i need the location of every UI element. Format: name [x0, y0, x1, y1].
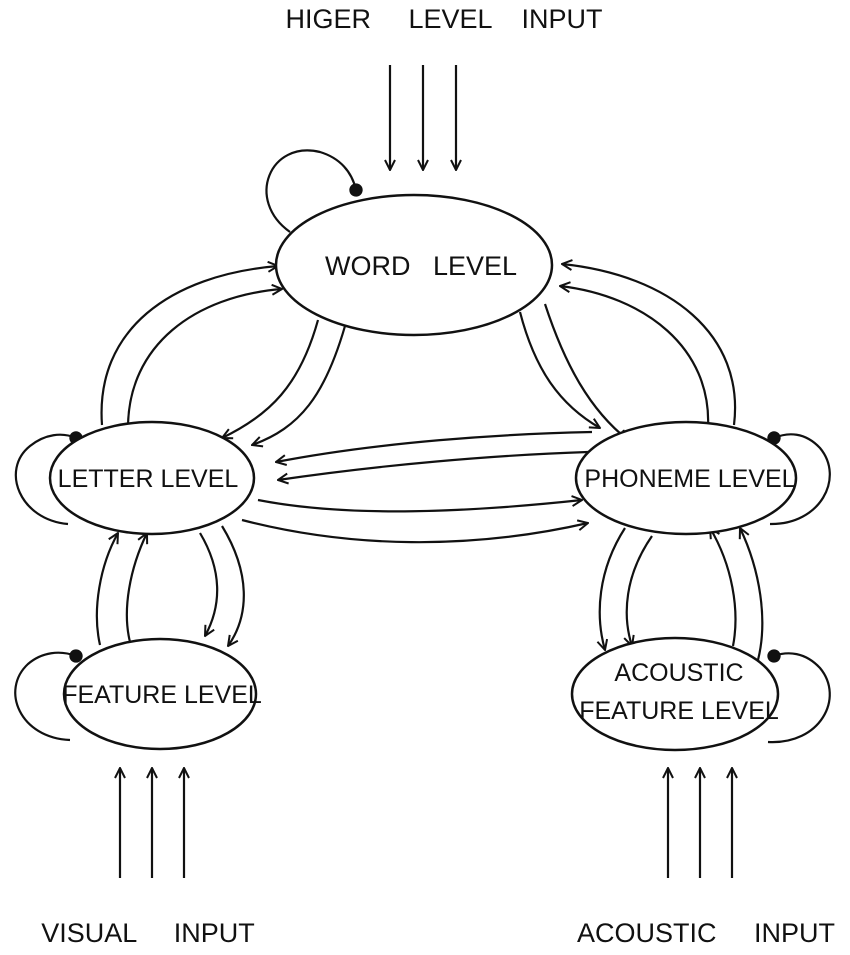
phoneme-to-word-arrow — [562, 264, 737, 426]
visual-input-arrows — [120, 768, 184, 878]
acoustic-feature-level-node — [570, 636, 780, 752]
feature-self-inhibition-loop — [14, 649, 83, 742]
letter-to-phoneme-arrow — [241, 518, 588, 544]
higher-level-input-label: HIGER LEVEL INPUT — [285, 4, 602, 34]
acoustic-input-label: ACOUSTIC INPUT — [577, 918, 835, 948]
word-self-inhibition-loop — [265, 149, 363, 233]
letter-level-label: LETTER LEVEL — [58, 465, 239, 493]
acoustic-to-phoneme-arrow — [710, 528, 737, 647]
word-to-letter-arrow — [222, 319, 320, 438]
higher-input-arrows — [390, 65, 456, 170]
feature-to-letter-arrow — [125, 533, 147, 643]
letter-level-node — [48, 420, 256, 536]
word-level-node — [274, 193, 554, 337]
feature-level-node — [62, 637, 258, 751]
phoneme-to-word-arrow — [560, 286, 710, 429]
word-to-letter-arrow — [252, 325, 347, 445]
feature-to-letter-arrow — [95, 533, 118, 646]
acoustic-input-arrows — [668, 768, 732, 878]
word-to-phoneme-arrow — [543, 303, 628, 440]
acoustic-to-phoneme-arrow — [740, 528, 764, 661]
phoneme-level-label: PHONEME LEVEL — [584, 465, 795, 493]
word-phoneme-connections — [518, 264, 737, 440]
phoneme-level-node — [574, 420, 798, 536]
phoneme-acoustic-connections — [600, 527, 764, 661]
word-to-phoneme-arrow — [518, 311, 600, 428]
letter-to-word-arrow — [126, 289, 282, 429]
letter-to-phoneme-arrow — [257, 500, 582, 513]
acoustic-feature-label-line2: FEATURE LEVEL — [579, 697, 779, 725]
acoustic-feature-self-inhibition-loop — [767, 649, 831, 744]
visual-input-label: VISUAL INPUT — [41, 918, 255, 948]
acoustic-feature-label-line1: ACOUSTIC — [614, 659, 743, 687]
letter-to-feature-arrow — [221, 525, 245, 646]
feature-level-label: FEATURE LEVEL — [62, 681, 262, 709]
word-level-label: WORD LEVEL — [325, 251, 517, 281]
letter-to-word-arrow — [100, 266, 278, 426]
word-letter-connections — [100, 266, 347, 445]
phoneme-to-acoustic-arrow — [627, 535, 653, 646]
phoneme-to-letter-arrow — [278, 450, 589, 480]
letter-phoneme-connections — [241, 430, 593, 544]
phoneme-self-inhibition-loop — [767, 431, 831, 526]
letter-feature-connections — [95, 525, 245, 646]
phoneme-to-acoustic-arrow — [600, 527, 626, 650]
phoneme-to-letter-arrow — [276, 430, 593, 462]
letter-self-inhibition-loop — [14, 431, 83, 526]
letter-to-feature-arrow — [199, 532, 219, 636]
